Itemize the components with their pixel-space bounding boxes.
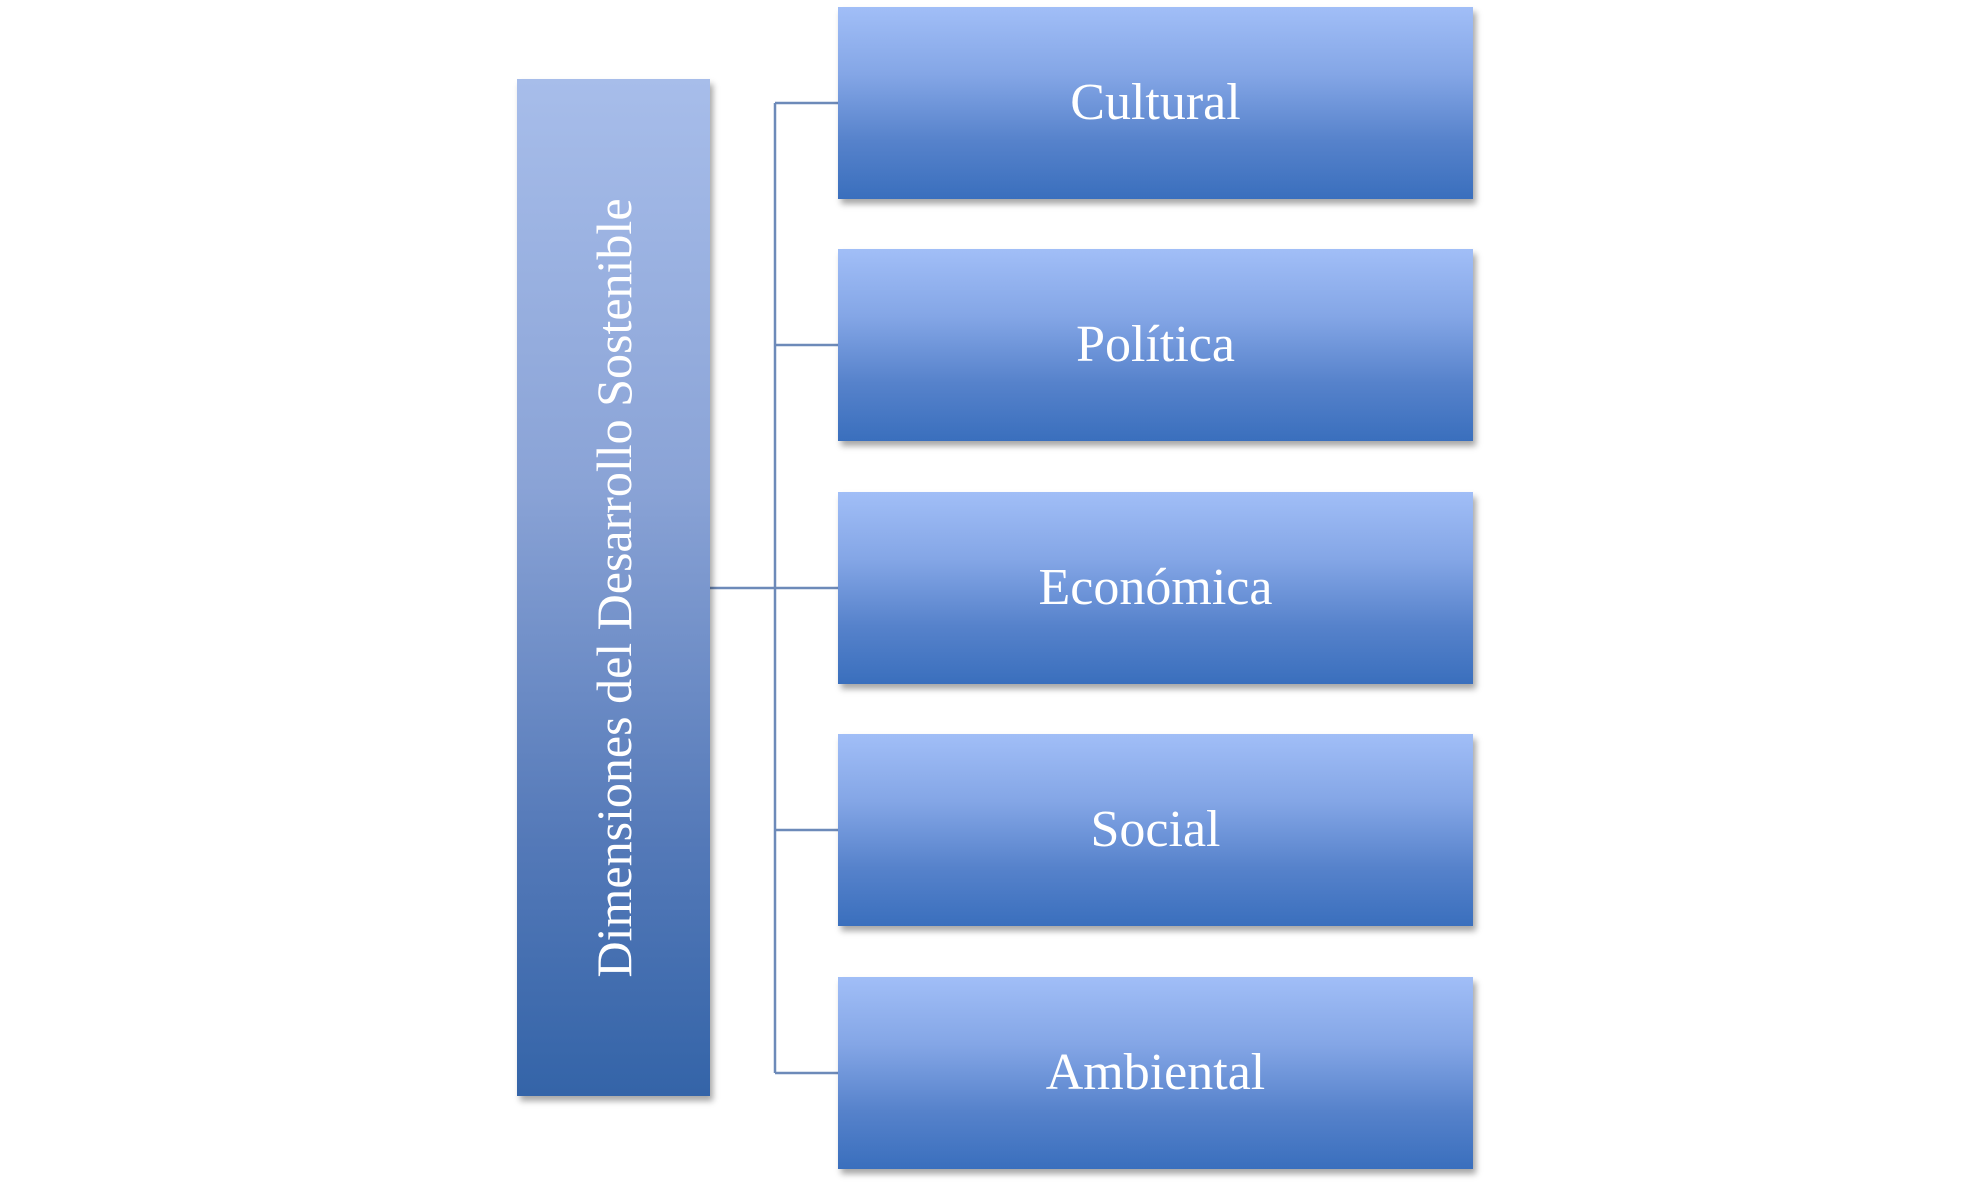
child-node-label: Social (1090, 801, 1221, 858)
child-node-economica: Económica (838, 492, 1473, 684)
child-node-label: Cultural (1070, 74, 1241, 131)
child-node-label: Política (1076, 316, 1235, 373)
child-node-social: Social (838, 734, 1473, 926)
root-node: Dimensiones del Desarrollo Sostenible (517, 79, 710, 1096)
child-node-politica: Política (838, 249, 1473, 441)
child-node-label: Económica (1038, 559, 1273, 616)
child-node-label: Ambiental (1045, 1044, 1266, 1101)
child-node-cultural: Cultural (838, 7, 1473, 199)
child-node-ambiental: Ambiental (838, 977, 1473, 1169)
root-node-label: Dimensiones del Desarrollo Sostenible (585, 197, 642, 978)
